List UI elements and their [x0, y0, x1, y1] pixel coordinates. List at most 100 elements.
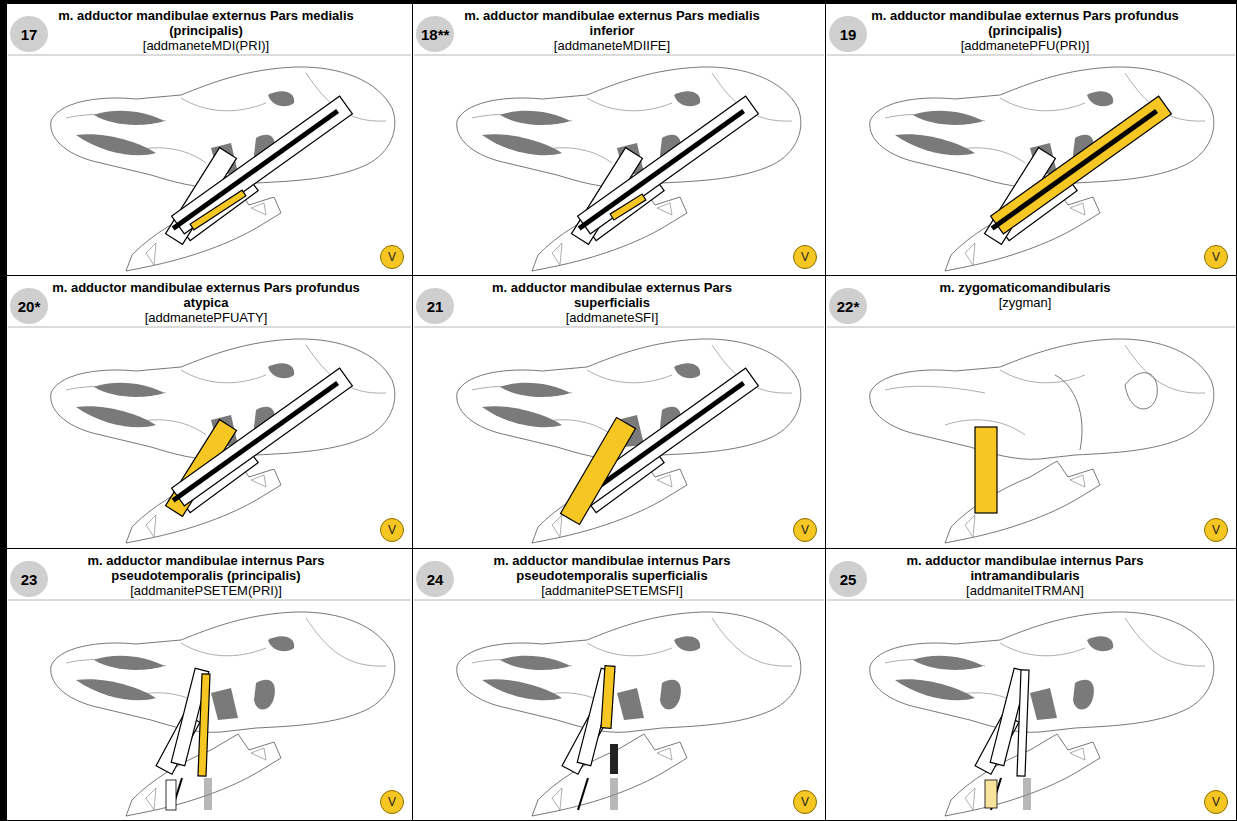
view-marker: V: [793, 245, 817, 269]
callout-number-text: 23: [21, 571, 38, 588]
callout-number: 24: [416, 561, 454, 597]
muscle-code: [zygman]: [870, 295, 1180, 311]
muscle-code: [addmaneteSFI]: [457, 310, 767, 326]
view-letter: V: [388, 523, 396, 537]
callout-number: 18**: [416, 16, 454, 52]
callout-number-text: 21: [427, 298, 444, 315]
callout-number: 20*: [10, 288, 48, 324]
panel-heading: m. adductor mandibulae externus Pars sup…: [457, 280, 767, 326]
callout-number-text: 25: [840, 571, 857, 588]
panel-illustration: [827, 600, 1235, 816]
muscle-name: m. adductor mandibulae externus Pars sup…: [457, 280, 767, 310]
callout-number-text: 22*: [837, 298, 860, 315]
muscle-panel: m. adductor mandibulae externus Pars sup…: [412, 275, 826, 549]
muscle-bar: [573, 96, 759, 237]
panel-illustration: [414, 600, 824, 816]
muscle-code: [addmanetePFUATY]: [51, 310, 361, 326]
view-marker: V: [380, 790, 404, 814]
muscle-bar: [601, 666, 615, 729]
panel-heading: m. adductor mandibulae internus Pars pse…: [51, 553, 361, 599]
muscle-name: m. adductor mandibulae externus Pars pro…: [870, 8, 1180, 38]
view-letter: V: [801, 523, 809, 537]
muscle-code: [addmaneteMDIIFE]: [457, 38, 767, 54]
muscle-code: [addmanitePSETEM(PRI)]: [51, 583, 361, 599]
muscle-name: m. zygomaticomandibularis: [870, 280, 1180, 295]
panel-illustration: [8, 55, 411, 271]
panel-heading: m. adductor mandibulae internus Pars int…: [870, 553, 1180, 599]
muscle-name: m. adductor mandibulae internus Pars int…: [870, 553, 1180, 583]
view-marker: V: [1204, 245, 1228, 269]
muscle-code: [addmanitePSETEMSFI]: [457, 583, 767, 599]
skull-drawing: [51, 612, 395, 816]
callout-number: 17: [10, 16, 48, 52]
callout-number: 25: [829, 561, 867, 597]
panel-heading: m. adductor mandibulae externus Pars pro…: [870, 8, 1180, 54]
panel-illustration: [8, 600, 411, 816]
callout-number-text: 17: [21, 26, 38, 43]
muscle-bar: [167, 368, 353, 509]
callout-number: 21: [416, 288, 454, 324]
view-letter: V: [801, 795, 809, 809]
view-letter: V: [801, 250, 809, 264]
callout-number: 23: [10, 561, 48, 597]
muscle-name: m. adductor mandibulae internus Pars pse…: [457, 553, 767, 583]
muscle-bar: [986, 96, 1172, 237]
muscle-bar: [198, 674, 210, 776]
muscle-panel: m. adductor mandibulae internus Pars pse…: [6, 548, 413, 821]
panel-illustration: [414, 327, 824, 543]
callout-number-text: 18**: [421, 26, 449, 43]
skull-drawing: [457, 67, 801, 271]
panel-heading: m. adductor mandibulae externus Pars med…: [51, 8, 361, 54]
muscle-name: m. adductor mandibulae externus Pars med…: [457, 8, 767, 38]
view-marker: V: [380, 245, 404, 269]
muscle-bar: [190, 190, 246, 230]
view-letter: V: [1212, 795, 1220, 809]
view-marker: V: [380, 518, 404, 542]
muscle-code: [addmanetePFU(PRI)]: [870, 38, 1180, 54]
view-marker: V: [793, 518, 817, 542]
panel-illustration: [414, 55, 824, 271]
muscle-bar: [975, 427, 997, 513]
callout-number-text: 24: [427, 571, 444, 588]
muscle-panel: m. adductor mandibulae externus Pars med…: [6, 3, 413, 276]
muscle-panel: m. adductor mandibulae internus Pars pse…: [412, 548, 826, 821]
skull-drawing: [870, 612, 1214, 816]
muscle-panel: m. adductor mandibulae externus Pars pro…: [6, 275, 413, 549]
muscle-bar: [560, 417, 635, 524]
view-marker: V: [1204, 518, 1228, 542]
view-letter: V: [1212, 250, 1220, 264]
panel-illustration: [827, 55, 1235, 271]
callout-number: 22*: [829, 288, 867, 324]
panel-heading: m. adductor mandibulae internus Pars pse…: [457, 553, 767, 599]
view-letter: V: [388, 250, 396, 264]
skull-drawing: [51, 67, 395, 271]
muscle-name: m. adductor mandibulae internus Pars pse…: [51, 553, 361, 583]
skull-drawing: [457, 612, 801, 816]
panel-illustration: [827, 327, 1235, 543]
view-marker: V: [793, 790, 817, 814]
muscle-code: [addmaneteMDI(PRI)]: [51, 38, 361, 54]
callout-number-text: 20*: [18, 298, 41, 315]
muscle-code: [addmaniteITRMAN]: [870, 583, 1180, 599]
panel-heading: m. zygomaticomandibularis[zygman]: [870, 280, 1180, 311]
muscle-bar: [167, 96, 353, 237]
view-letter: V: [1212, 523, 1220, 537]
view-letter: V: [388, 795, 396, 809]
panel-illustration: [8, 327, 411, 543]
callout-number: 19: [829, 16, 867, 52]
panel-heading: m. adductor mandibulae externus Pars med…: [457, 8, 767, 54]
muscle-name: m. adductor mandibulae externus Pars med…: [51, 8, 361, 38]
muscle-name: m. adductor mandibulae externus Pars pro…: [51, 280, 361, 310]
skull-drawing: [457, 339, 801, 543]
view-marker: V: [1204, 790, 1228, 814]
muscle-panel: m. adductor mandibulae externus Pars med…: [412, 3, 826, 276]
muscle-panel: m. zygomaticomandibularis[zygman] 22* V: [825, 275, 1237, 549]
panel-heading: m. adductor mandibulae externus Pars pro…: [51, 280, 361, 326]
skull-drawing: [870, 67, 1214, 271]
muscle-bar: [1017, 670, 1029, 776]
skull-drawing: [51, 339, 395, 543]
callout-number-text: 19: [840, 26, 857, 43]
muscle-bar: [610, 194, 646, 220]
